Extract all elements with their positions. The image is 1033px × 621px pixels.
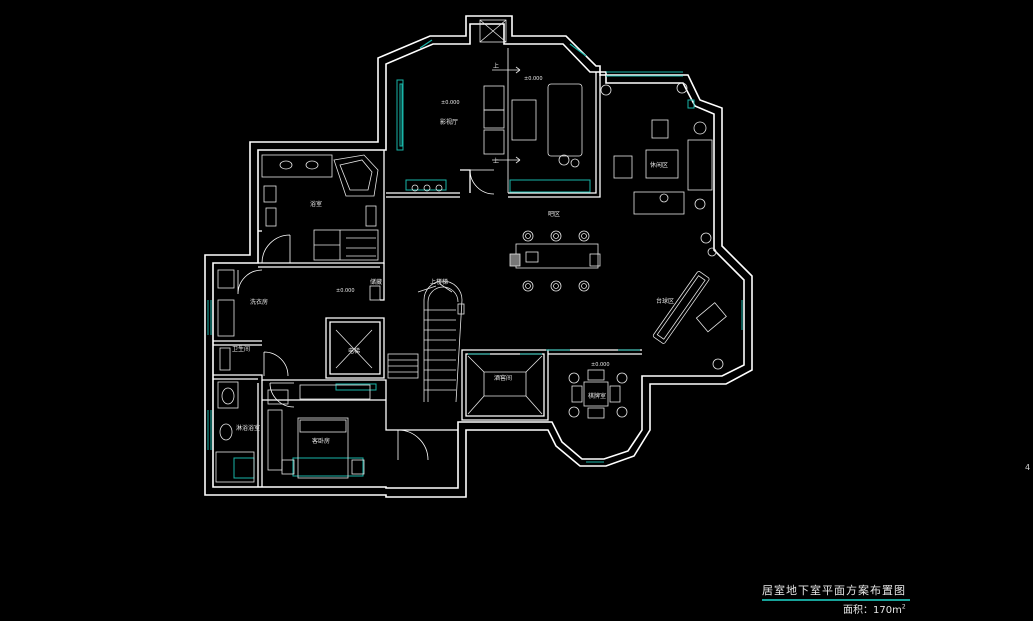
mahjong-table [568,369,628,419]
page-number: 4 [1025,463,1031,472]
label-elevator: 电梯 [348,347,360,355]
label-bathroom2: 淋浴浴室 [236,424,260,432]
billiard-table [652,247,727,370]
room-labels: 影视厅 浴室 洗衣房 储藏 卫生间 淋浴浴室 客卧房 电梯 上楼梯 吧区 休闲区… [232,118,674,445]
label-stair: 上楼梯 [430,278,448,286]
label-wine-cellar: 酒窖间 [494,374,512,382]
area-text: 面积：170m2 [843,601,906,616]
doors [237,169,495,461]
label-storage: 储藏 [370,278,382,286]
up-mark-bottom: 上 [493,157,499,165]
label-billiard: 台球区 [656,297,674,305]
label-laundry: 洗衣房 [250,298,268,306]
area-label: 面积： [843,605,873,616]
level-mahjong: ±0.000 [591,362,610,368]
audio-room-furniture [411,19,583,192]
outer-walls [204,15,753,498]
bar-table [509,230,601,292]
elevator-box [335,329,373,369]
guest-bedroom-furniture [267,409,365,479]
lounge-furniture [600,82,713,244]
laundry-fixtures [215,269,381,483]
wine-cellar-box [467,355,543,415]
bath-fixtures [261,154,379,261]
area-value: 170m [873,605,902,616]
level-marks: ±0.000 ±0.000 ±0.000 ±0.000 上 上 [336,62,610,368]
windows [207,39,743,479]
level-bar: ±0.000 [524,76,543,82]
label-master-bath: 浴室 [310,200,322,208]
label-bar-area: 吧区 [548,211,560,218]
label-guest-bedroom: 客卧房 [312,437,330,445]
level-audio: ±0.000 [441,100,460,106]
label-audio-room: 影视厅 [440,118,458,126]
title-underline [762,599,910,601]
area-superscript: 2 [901,603,906,611]
spiral-stair [387,280,465,403]
label-wc: 卫生间 [232,345,250,353]
drawing-title-block: 居室地下室平面方案布置图 [762,582,910,601]
label-mahjong: 棋牌室 [588,392,606,400]
drawing-title: 居室地下室平面方案布置图 [762,584,906,597]
interior-walls [213,48,642,487]
label-lounge: 休闲区 [650,161,668,169]
level-laundry: ±0.000 [336,288,355,294]
up-mark-top: 上 [493,62,499,70]
